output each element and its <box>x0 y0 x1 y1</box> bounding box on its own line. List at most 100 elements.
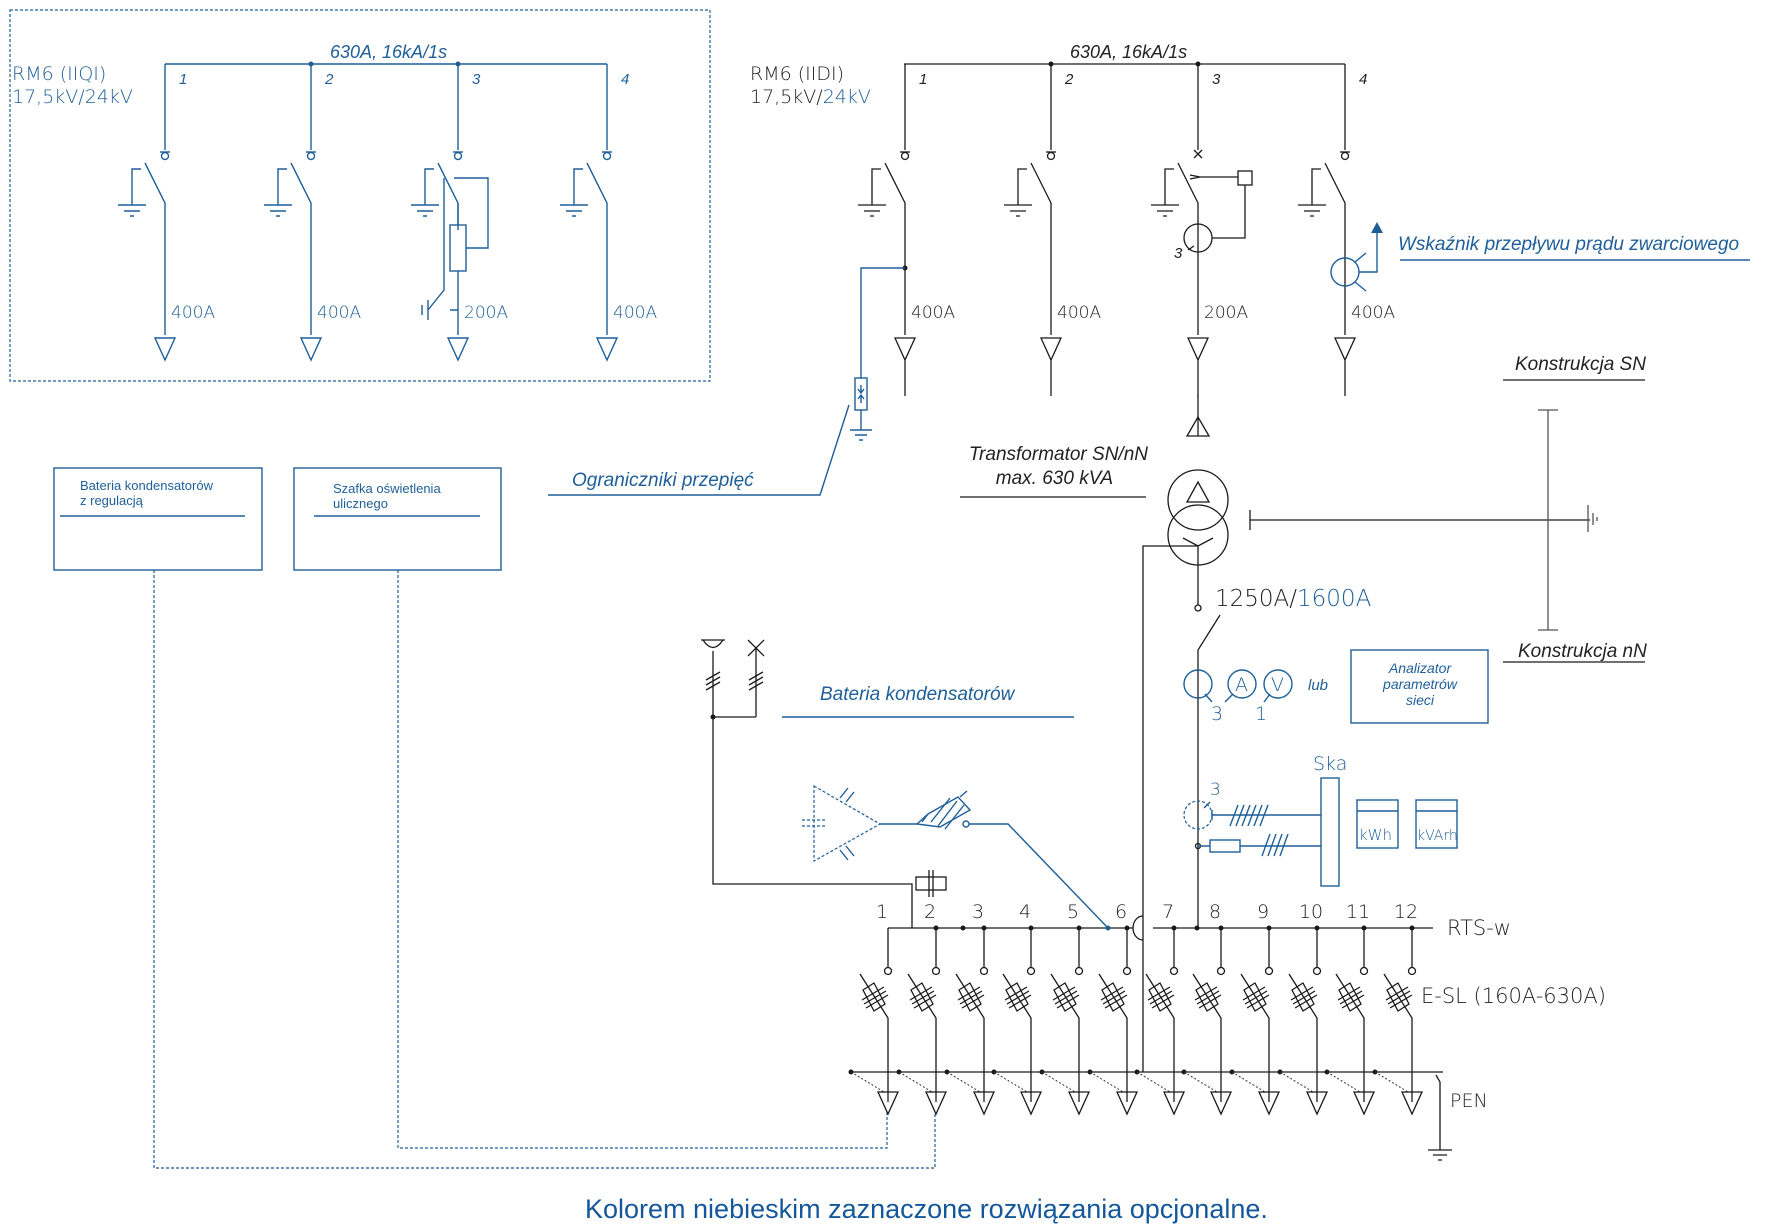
rm6-left-bay-number: 2 <box>324 71 334 88</box>
transformer-label-1: Transformator SN/nN <box>969 444 1148 465</box>
street-lighting-line-1: Szafka oświetlenia <box>333 481 441 496</box>
capacitor-regulated-line-1: Bateria kondensatorów <box>80 478 214 493</box>
rm6-left-bay-2: 2 400A <box>264 61 361 362</box>
rm6-left-voltage: 17,5kV/24kV <box>12 86 133 108</box>
surge-arrester-label: Ograniczniki przepięć <box>572 470 754 491</box>
rm6-right-bay-2: 2 400A <box>1004 61 1101 396</box>
rm6-right-busbar-rating: 630A, 16kA/1s <box>1070 42 1187 62</box>
lv-feeder-10: 10 <box>1277 901 1329 1116</box>
rm6-left-title: RM6 (IIQI) <box>12 63 106 85</box>
lv-feeder-number: 4 <box>1019 901 1031 923</box>
lv-feeder-6: 6 <box>1087 901 1139 1116</box>
rm6-left-bay-rating: 400A <box>171 303 215 323</box>
fault-indicator-label: Wskaźnik przepływu prądu zwarciowego <box>1398 234 1739 255</box>
rm6-right-bay-number: 3 <box>1212 71 1221 88</box>
metering-ct-count: 3 <box>1210 780 1221 800</box>
fault-indicator: Wskaźnik przepływu prądu zwarciowego <box>1330 222 1750 292</box>
capacitor-bank: Bateria kondensatorów <box>701 639 1109 929</box>
rm6-left-group: RM6 (IIQI) 17,5kV/24kV 630A, 16kA/1s 1 40… <box>9 9 711 382</box>
lv-feeder-number: 9 <box>1257 901 1269 923</box>
ct-count: 3 <box>1174 245 1183 262</box>
rm6-left-bay-number: 1 <box>179 71 187 88</box>
rm6-right-bay-rating: 400A <box>1057 303 1101 323</box>
rm6-left-frame <box>9 9 711 382</box>
lv-feeder-7: 7 <box>1134 901 1186 1116</box>
capacitor-bank-label: Bateria kondensatorów <box>820 684 1016 705</box>
lv-feeder-number: 1 <box>876 901 888 923</box>
lv-feeder-number: 2 <box>924 901 936 923</box>
main-breaker-rating: 1250A/1600A <box>1215 586 1371 612</box>
ammeter-label: A <box>1235 674 1248 696</box>
voltmeter-label: V <box>1271 674 1284 696</box>
rm6-right-bay-3: 3 3 200A <box>1151 61 1253 396</box>
lv-feeder-number: 7 <box>1162 901 1174 923</box>
network-analyzer-box <box>1350 649 1489 724</box>
lv-feeder-12: 12 <box>1372 901 1424 1116</box>
analyzer-line-2: parametrów <box>1382 676 1458 692</box>
surge-arrester: Ograniczniki przepięć <box>548 265 908 496</box>
rm6-left-bay-1: 1 400A <box>118 64 215 362</box>
metering-terminals: Ska 3 kWh kVArh <box>1183 753 1458 887</box>
rm6-left-bay-4: 4 400A <box>560 64 657 362</box>
lv-feeder-number: 11 <box>1346 901 1370 923</box>
construction-lv-label: Konstrukcja nN <box>1518 641 1647 662</box>
or-label: lub <box>1308 677 1328 694</box>
pen-label: PEN <box>1450 1090 1488 1112</box>
rm6-left-bay-rating: 400A <box>613 303 657 323</box>
lv-feeder-2: 2 <box>896 901 948 1116</box>
transformer-label-2: max. 630 kVA <box>996 468 1113 489</box>
lv-feeder-number: 3 <box>972 901 984 923</box>
lv-feeder-number: 10 <box>1299 901 1323 923</box>
lv-feeder-number: 8 <box>1209 901 1221 923</box>
rm6-left-bay-number: 3 <box>472 71 481 88</box>
rm6-left-busbar-rating: 630A, 16kA/1s <box>330 42 447 62</box>
lv-switches-label: E-SL (160A-630A) <box>1421 984 1606 1008</box>
surge-arrester-leader <box>548 404 850 496</box>
rm6-left-bay-rating: 200A <box>464 303 508 323</box>
capacitor-regulated-line-2: z regulacją <box>80 493 144 508</box>
lv-feeder-3: 3 <box>944 901 996 1116</box>
main-breaker-rating-standard: 1250A/ <box>1215 586 1297 612</box>
construction-earthing: Konstrukcja SN Konstrukcja nN <box>1249 354 1647 663</box>
lv-feeder-9: 9 <box>1229 901 1281 1116</box>
kwh-meter-label: kWh <box>1359 826 1392 844</box>
analyzer-line-1: Analizator <box>1388 660 1453 676</box>
voltmeter-count: 1 <box>1255 703 1267 725</box>
rm6-left-bay-number: 4 <box>621 71 629 88</box>
lv-feeder-11: 11 <box>1324 901 1376 1116</box>
rm6-right-bay-number: 4 <box>1359 71 1367 88</box>
main-lv-breaker: 1250A/1600A <box>1197 586 1371 928</box>
rm6-right-title: RM6 (IIDI) <box>750 63 844 85</box>
rm6-left-bay-3: 3 200A <box>411 61 508 362</box>
lv-feeder-4: 4 <box>991 901 1043 1116</box>
rm6-right-voltage: 17,5kV/24kV <box>750 86 871 108</box>
capacitor-regulated-box: Bateria kondensatorów z regulacją <box>53 467 936 1169</box>
kvarh-meter-label: kVArh <box>1417 828 1458 844</box>
lv-feeder-5: 5 <box>1039 901 1091 1116</box>
analyzer-line-3: sieci <box>1406 692 1435 708</box>
lv-feeder-8: 8 <box>1181 901 1233 1116</box>
transformer: Transformator SN/nN max. 630 kVA <box>960 395 1229 1072</box>
metering-bar-label: Ska <box>1313 753 1347 775</box>
rm6-right-voltage-standard: 17,5kV/ <box>750 86 823 108</box>
rm6-right-bay-rating: 200A <box>1204 303 1248 323</box>
rm6-right-voltage-optional: 24kV <box>823 86 871 108</box>
rm6-right-group: RM6 (IIDI) 17,5kV/24kV 630A, 16kA/1s 140… <box>750 42 1395 396</box>
street-lighting-line-2: ulicznego <box>333 496 388 511</box>
lv-busbar-label: RTS-w <box>1447 916 1511 940</box>
construction-mv-label: Konstrukcja SN <box>1515 354 1646 375</box>
footnote: Kolorem niebieskim zaznaczone rozwiązani… <box>585 1194 1268 1224</box>
rm6-right-bay-number: 2 <box>1064 71 1074 88</box>
rm6-right-bay-rating: 400A <box>911 303 955 323</box>
rm6-left-bay-rating: 400A <box>317 303 361 323</box>
lv-feeder-number: 5 <box>1067 901 1079 923</box>
meter-ct-count: 3 <box>1211 703 1223 725</box>
main-breaker-rating-optional: 1600A <box>1297 586 1371 612</box>
street-lighting-box: Szafka oświetlenia ulicznego <box>293 467 888 1149</box>
lv-feeder-number: 6 <box>1115 901 1127 923</box>
meters: 3 A V 1 lub Analizator parametrów sieci <box>1183 649 1489 725</box>
